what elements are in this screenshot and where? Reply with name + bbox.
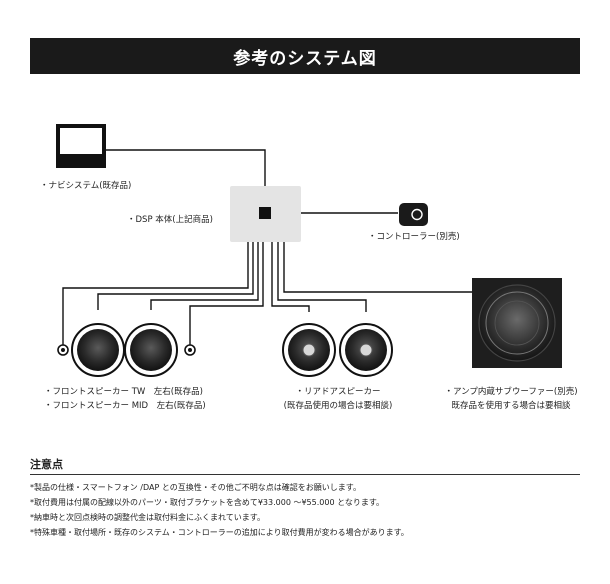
notes-divider bbox=[30, 474, 580, 475]
navi-label: ・ナビシステム(既存品) bbox=[40, 181, 132, 191]
note-item: *特殊車種・取付場所・既存のシステム・コントローラーの追加により取付費用が変わる… bbox=[30, 528, 409, 537]
dsp-unit-icon bbox=[230, 186, 301, 242]
rear-speaker-right-icon bbox=[339, 323, 393, 377]
notes-title: 注意点 bbox=[30, 458, 63, 471]
mid-speaker-left-icon bbox=[71, 323, 125, 377]
front-mid-label: ・フロントスピーカー MID 左右(既存品) bbox=[44, 401, 206, 411]
subwoofer-label: ・アンプ内蔵サブウーファー(別売) bbox=[444, 387, 578, 397]
front-speaker-labels: ・フロントスピーカー TW 左右(既存品) ・フロントスピーカー MID 左右(… bbox=[44, 385, 206, 413]
navi-wire bbox=[104, 149, 266, 187]
page-title: 参考のシステム図 bbox=[233, 48, 377, 69]
subwoofer-icon bbox=[472, 278, 562, 368]
subwoofer-labels: ・アンプ内蔵サブウーファー(別売) 既存品を使用する場合は要相談 bbox=[432, 385, 590, 413]
wire-subwoofer bbox=[283, 242, 472, 293]
wire-tw-right bbox=[189, 242, 264, 345]
controller-label: ・コントローラー(別売) bbox=[368, 232, 460, 242]
rear-speaker-left-icon bbox=[282, 323, 336, 377]
subwoofer-note: 既存品を使用する場合は要相談 bbox=[451, 401, 571, 411]
rear-speaker-label: ・リアドアスピーカー bbox=[295, 387, 381, 397]
navi-monitor-icon bbox=[56, 124, 106, 168]
dsp-label: ・DSP 本体(上記商品) bbox=[127, 215, 213, 225]
wire-rear-left bbox=[271, 242, 310, 312]
tweeter-left-icon bbox=[57, 344, 69, 356]
wire-mid-left bbox=[97, 242, 254, 310]
notes-list: *製品の仕様・スマートフォン /DAP との互換性・その他ご不明な点は確認をお願… bbox=[30, 480, 409, 540]
mid-speaker-right-icon bbox=[124, 323, 178, 377]
note-item: *納車時と次回点検時の調整代金は取付料金にふくまれています。 bbox=[30, 513, 265, 522]
note-item: *製品の仕様・スマートフォン /DAP との互換性・その他ご不明な点は確認をお願… bbox=[30, 483, 361, 492]
wire-rear-right bbox=[277, 242, 367, 312]
rear-speaker-labels: ・リアドアスピーカー (既存品使用の場合は要相談) bbox=[276, 385, 400, 413]
wiring bbox=[62, 149, 472, 345]
title-banner: 参考のシステム図 bbox=[30, 38, 580, 74]
rear-speaker-note: (既存品使用の場合は要相談) bbox=[283, 401, 393, 411]
wire-mid-right bbox=[150, 242, 259, 310]
system-diagram bbox=[56, 124, 562, 377]
front-tweeter-label: ・フロントスピーカー TW 左右(既存品) bbox=[44, 387, 203, 397]
tweeter-right-icon bbox=[184, 344, 196, 356]
note-item: *取付費用は付属の配線以外のパーツ・取付ブラケットを含めて¥33.000 ～¥5… bbox=[30, 498, 385, 507]
controller-icon bbox=[399, 203, 428, 226]
wire-tw-left bbox=[62, 242, 249, 345]
